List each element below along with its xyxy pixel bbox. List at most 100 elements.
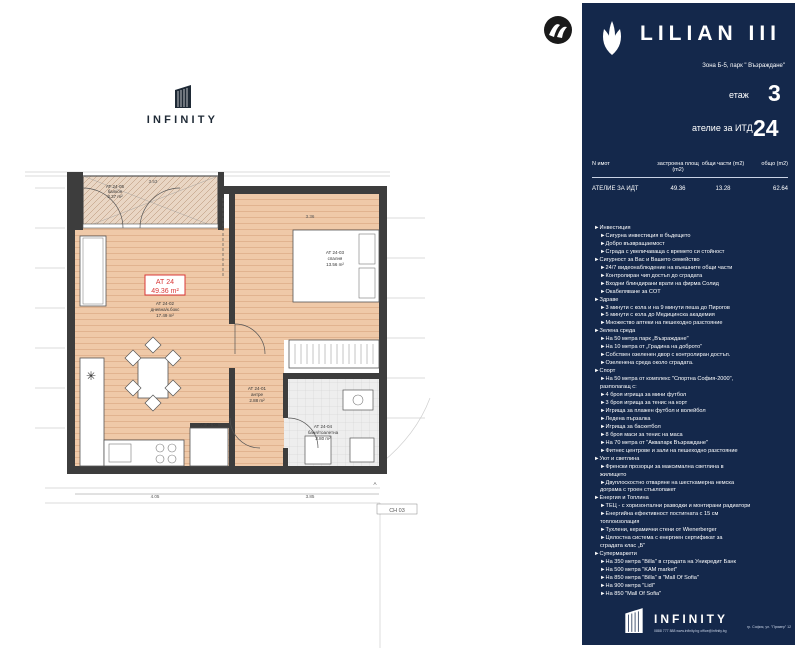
feature-item: ►На 850 "Mall Of Sofia" [600, 590, 662, 597]
stair-tag: СН 03 [389, 508, 405, 514]
zone-text: Зона Б-5, парк " Възраждане" [702, 63, 785, 69]
feature-item: ►Множество аптеки на пешеходно разстояни… [600, 320, 723, 327]
brand-name: INFINITY [146, 114, 219, 126]
bath-name: АТ 24-04 [314, 424, 333, 429]
table-header-cell: общо (m2) [761, 161, 788, 167]
bed [292, 229, 380, 303]
feature-item: сградата клас „Б" [600, 543, 646, 550]
table-cell: АТЕЛИЕ ЗА ИДТ [592, 186, 639, 192]
living-area: 17.49 m² [156, 313, 174, 318]
footer-address: гр. София, ул. "Пример" 12 [747, 625, 792, 629]
walls [67, 172, 387, 474]
feature-item: ►Сигурна инвестиция в бъдещето [600, 232, 691, 239]
living-name: АТ 24-02 [156, 301, 175, 306]
unit-tag-area: 49.36 m² [151, 288, 179, 295]
feature-item: ►На 50 метра парк „Възраждане" [600, 336, 689, 343]
wardrobe [288, 339, 380, 369]
brand-mark-icon [544, 16, 572, 44]
feature-item: ►Окабеляване за СОТ [600, 288, 661, 295]
feature-item: ►Тухлени, керамични стени от Wienerberge… [600, 527, 717, 534]
shaft-label: АТ 24-06 [200, 422, 219, 427]
leaves-icon [603, 21, 621, 55]
feature-section: ►Зелена среда [594, 328, 636, 335]
balcony-area: 3.37 m² [107, 194, 123, 199]
infinity-footer-logo: INFINITY 0888 777 888 www.infinity.bg of… [622, 607, 792, 637]
kitchen-counter: ✳ [79, 357, 185, 467]
balcony-label: балкон [108, 189, 123, 194]
table-header-cell: общи части (m2) [701, 161, 745, 167]
feature-item: ►Двуплоскостно отваряне на шесткамерна н… [600, 479, 735, 486]
feature-item: ►ТЕЦ - с хоризонтални разводки и монтира… [600, 503, 751, 510]
feature-item: ►3 броя игрища за тенис на корт [600, 399, 688, 406]
feature-item: разполагащ с: [600, 384, 637, 391]
bath-label: баня/тоалетна [308, 430, 339, 435]
feature-item: топлоизолация [600, 519, 640, 526]
hall-name: АТ 24-01 [248, 386, 267, 391]
table-header-cell: N имот [592, 161, 610, 167]
feature-item: ►24/7 видеонаблюдение на външните общи ч… [600, 264, 733, 271]
floor-plan: ✳ [25, 158, 435, 658]
sofa [79, 235, 107, 307]
feature-section: ►Енергия и Топлина [594, 495, 649, 502]
bathroom-fixtures [304, 389, 375, 465]
table-header: N имот застроена площ (m2) общи части (m… [592, 161, 788, 177]
floor-number: 3 [768, 80, 781, 106]
tower-icon [174, 85, 191, 108]
feature-item: ►5 минути с кола до Медицинска академия [600, 312, 715, 319]
feature-item: ►3 минути с кола и на 9 минути пеша до П… [600, 304, 730, 311]
feature-section: ►Спорт [594, 368, 616, 375]
feature-section: ►Здраве [594, 296, 619, 303]
bath-area: 3.80 m² [315, 436, 331, 441]
balcony-name: АТ 24-05 [106, 184, 125, 189]
feature-section: ►Супермаркети [594, 551, 637, 558]
table-cell: 13.28 [715, 186, 731, 192]
bedroom-area: 13.56 m² [326, 262, 344, 267]
unit-tag [144, 274, 186, 296]
hall-label: антре [251, 392, 264, 397]
feature-item: ►Цялостна системa с енергиен сертификат … [600, 535, 723, 542]
feature-item: ►Добро възвращаемост [600, 240, 665, 247]
feature-item: ►Сграда с увеличаваща с времето си стойн… [600, 248, 725, 255]
footer-brand-name: INFINITY [654, 612, 728, 626]
feature-item: дограма с троен стъклопакет [600, 487, 676, 494]
features-list: ►Инвестиция►Сигурна инвестиция в бъдещет… [594, 225, 790, 599]
feature-item: ►Игрища за плажен футбол и волейбол [600, 407, 706, 414]
feature-section: ►Сигурност за Вас и Вашето семейство [594, 256, 700, 263]
axis-a-label: A [373, 481, 376, 486]
feature-item: ►На 50 метра от комплекс "Спортна София-… [600, 376, 734, 383]
feature-item: ►Озеленена среда около сградата. [600, 360, 694, 367]
dim-top-left: 3.53 [149, 179, 158, 184]
table-cell: 49.36 [670, 186, 686, 192]
feature-item: ►Енергийна ефективност постигната с 15 с… [600, 511, 719, 518]
feature-item: ►На 350 метра "Billa" в сградата на Уник… [600, 559, 736, 566]
bedroom-label: спалня [328, 256, 343, 261]
info-panel: LILIAN III Зона Б-5, парк " Възраждане" … [582, 3, 795, 645]
dining-table [124, 336, 182, 412]
doors [82, 187, 319, 449]
unit-tag-name: АТ 24 [156, 279, 174, 286]
feature-item: ►На 850 метра "Billa" в "Mall Of Sofia" [600, 574, 699, 581]
feature-item: жилището [600, 471, 627, 478]
floor-plan-drawing: ✳ [25, 171, 431, 648]
bedroom-name: АТ 24-03 [326, 250, 345, 255]
area-table: N имот застроена площ (m2) общи части (m… [592, 161, 788, 192]
project-logo [592, 17, 792, 57]
infinity-logo: INFINITY [130, 84, 235, 126]
dim-bottom-left: 4.05 [151, 494, 160, 499]
feature-item: ►На 900 метра "Lidl" [600, 582, 655, 589]
feature-item: ►На 70 метра от "Аквапарк Възраждане" [600, 439, 708, 446]
feature-item: ►На 500 метра "KAM market" [600, 566, 677, 573]
footer-contact: 0888 777 888 www.infinity.bg office@infi… [654, 629, 727, 633]
unit-label: ателие за ИТД [692, 123, 753, 133]
feature-item: ►4 броя игрища за мини футбол [600, 392, 687, 399]
feature-item: ►Фитнес центрове и зали на пешеходно раз… [600, 447, 738, 454]
plant-icon: ✳ [86, 369, 96, 383]
feature-item: ►Френски прозорци за максимална светлина… [600, 463, 724, 470]
feature-section: ►Инвестиция [594, 225, 631, 231]
feature-item: ►Собствен озеленен двор с контролиран до… [600, 352, 731, 359]
living-label: дневна/к.бокс [151, 307, 181, 312]
dim-bottom-right: 3.85 [306, 494, 315, 499]
feature-item: ►Входни блиндирани врати на фирма Солид [600, 280, 719, 287]
hall-area: 2.88 m² [249, 398, 265, 403]
unit-number: 24 [753, 115, 779, 141]
